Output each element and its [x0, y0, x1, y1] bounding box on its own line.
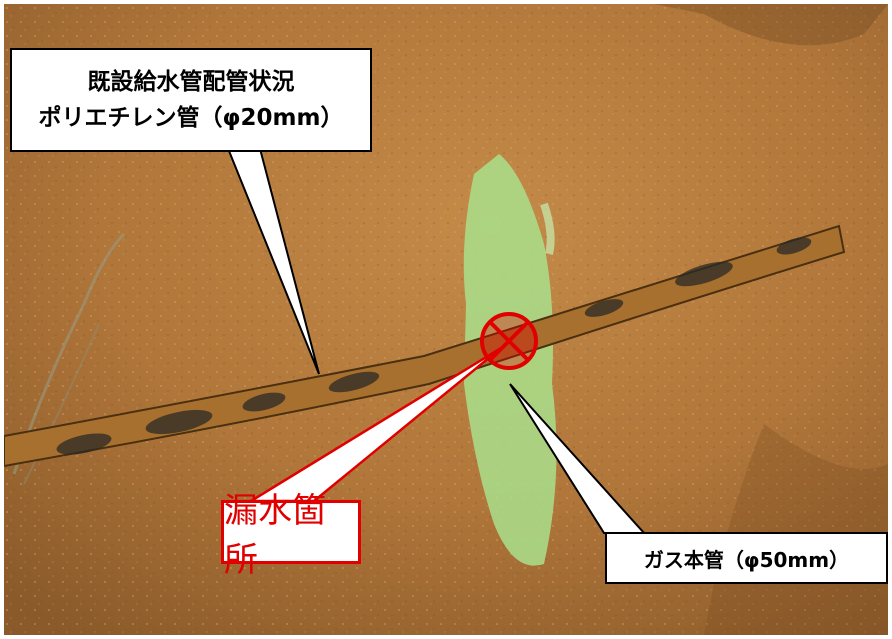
existing-pipe-callout: 既設給水管配管状況 ポリエチレン管（φ20mm） — [10, 48, 372, 152]
existing-pipe-line2: ポリエチレン管（φ20mm） — [38, 105, 344, 131]
leak-marker — [480, 312, 538, 370]
leak-point-callout: 漏水箇所 — [221, 491, 361, 580]
gas-main-text: ガス本管（φ50mm） — [643, 547, 850, 572]
water-pipe — [4, 224, 846, 468]
gas-paint-streak — [540, 202, 555, 255]
root-fiber-2 — [23, 323, 100, 485]
gas-main-paint — [463, 154, 557, 566]
leak-point-text: 漏水箇所 — [224, 491, 326, 580]
gas-main-callout: ガス本管（φ50mm） — [605, 532, 888, 584]
existing-pipe-line1: 既設給水管配管状況 — [87, 69, 295, 95]
soil-shadow — [654, 4, 888, 46]
root-fiber — [12, 232, 126, 475]
pipe-dark-patches — [56, 237, 812, 455]
